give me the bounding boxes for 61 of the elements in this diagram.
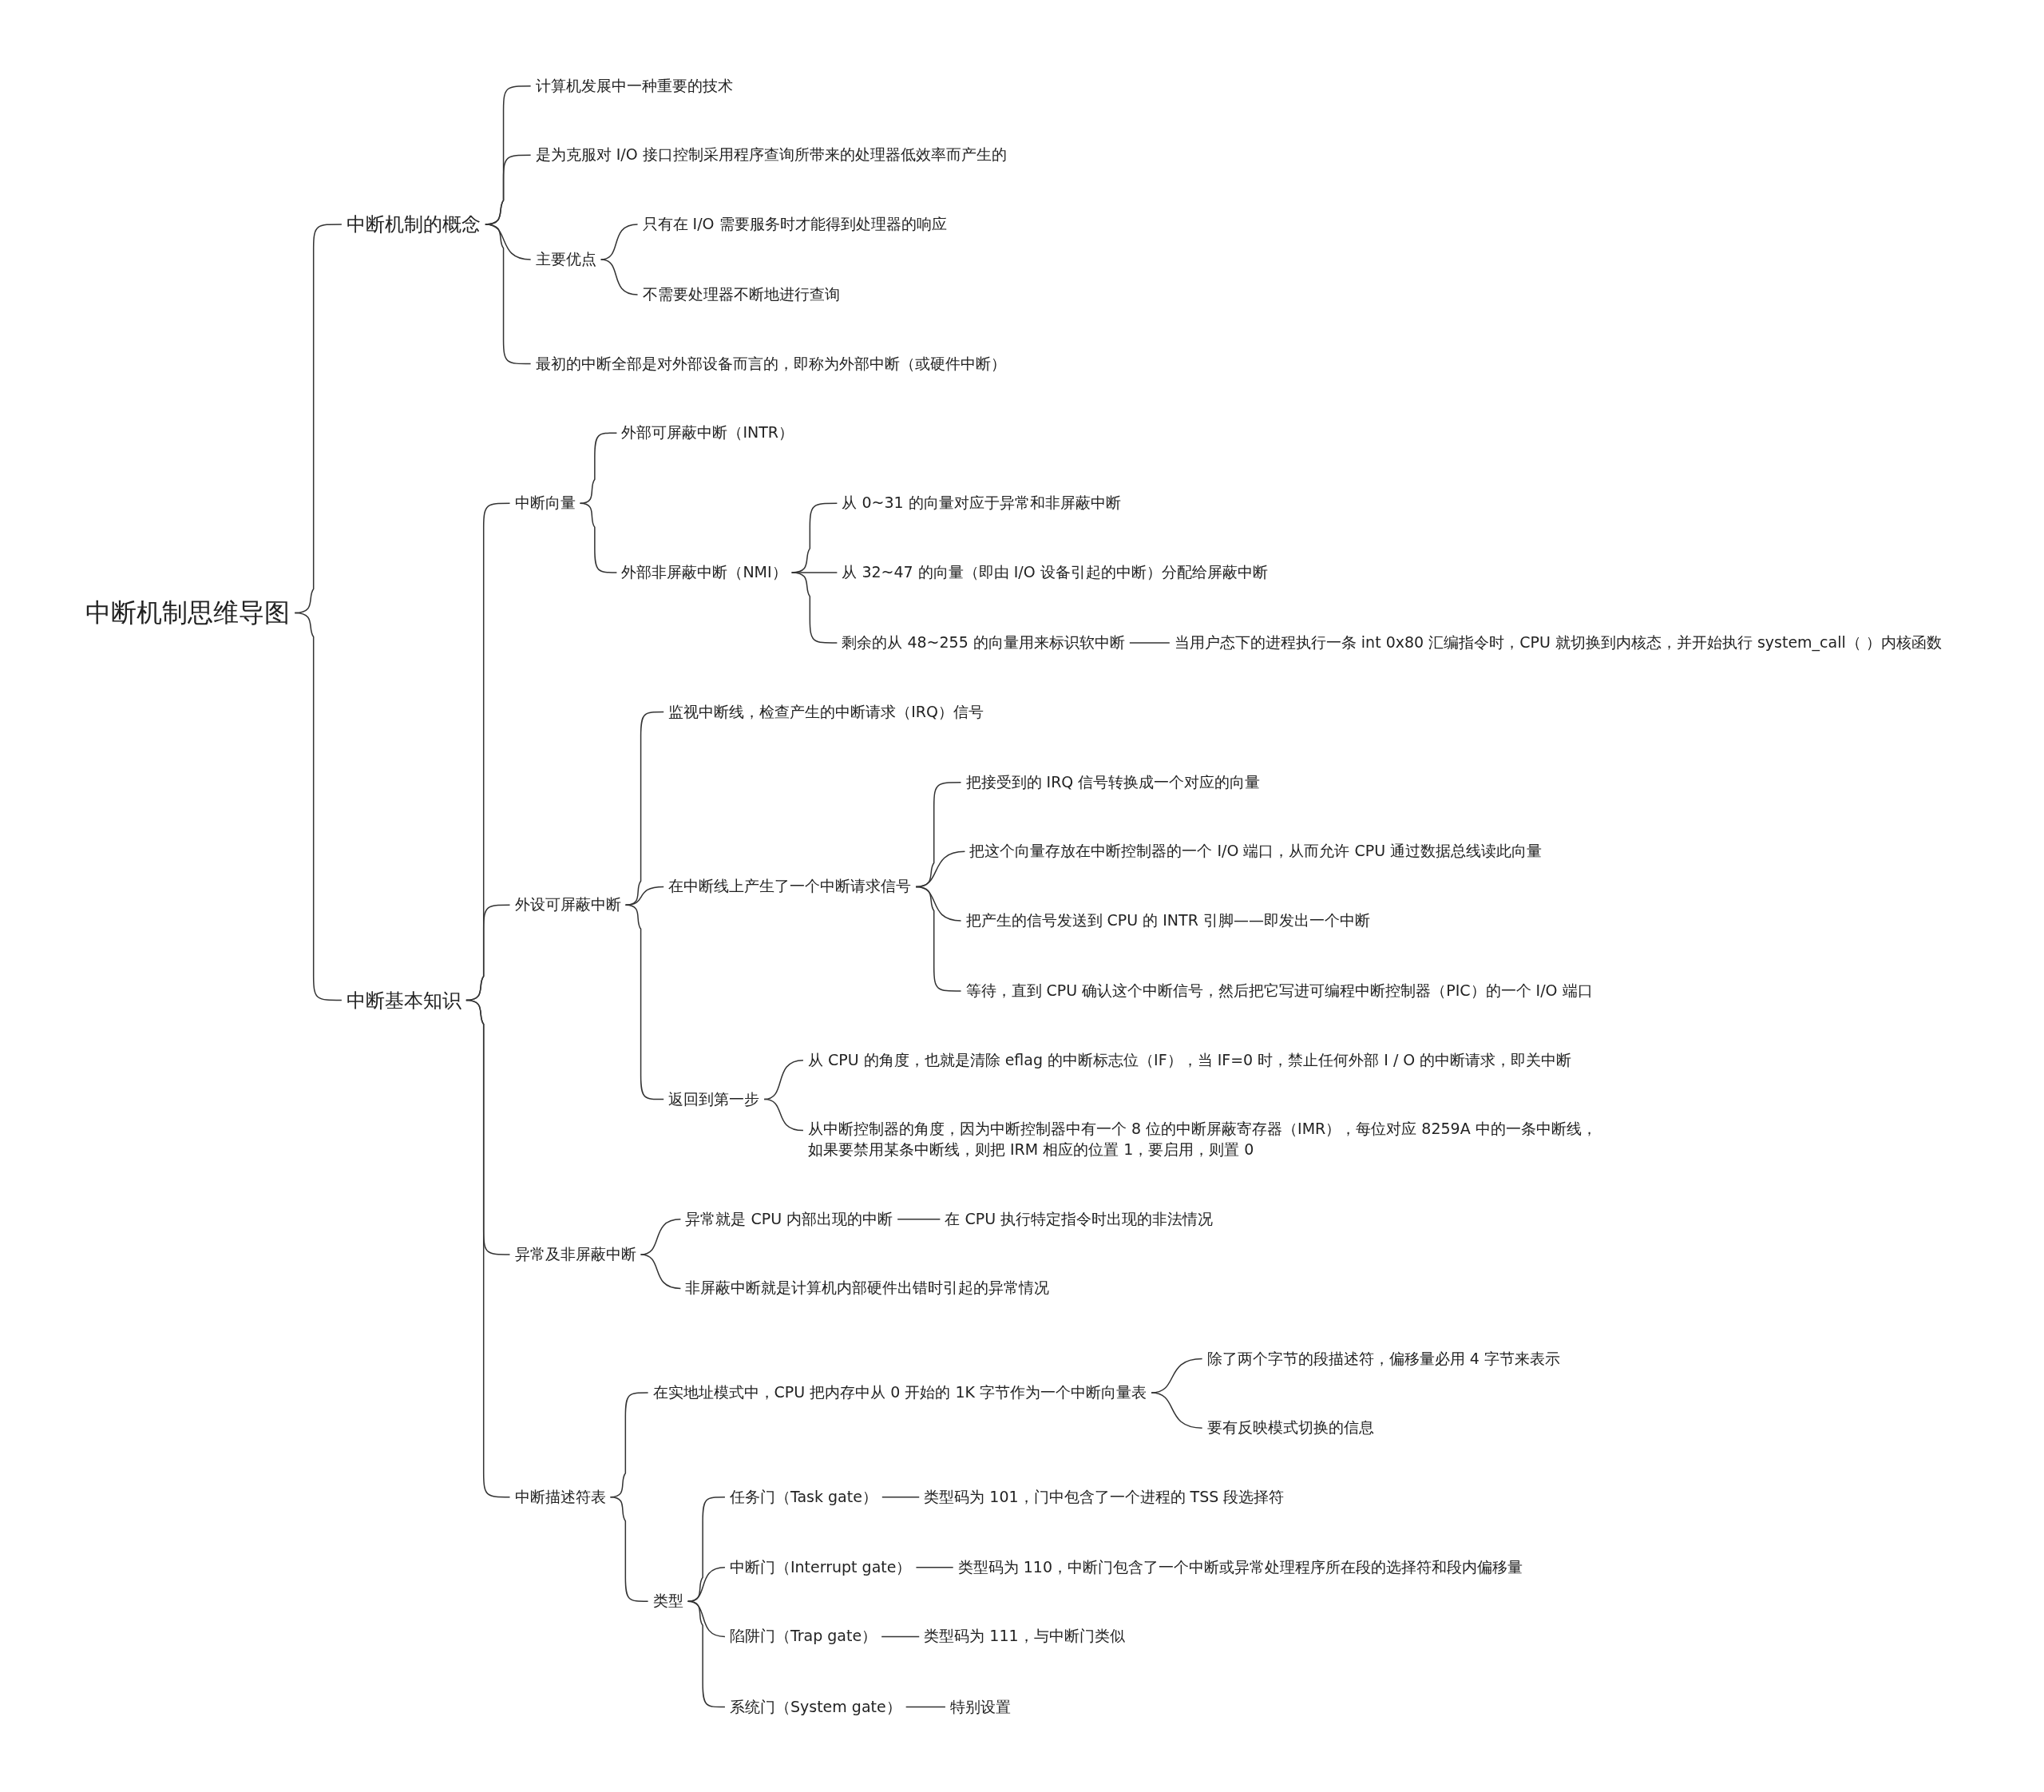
topic-text: 在中断线上产生了一个中断请求信号 [668, 876, 912, 897]
topic-text: 在 CPU 执行特定指令时出现的非法情况 [945, 1209, 1214, 1229]
connector-line [624, 886, 664, 906]
connector-line [790, 572, 838, 644]
root-topic: 中断机制思维导图 [85, 596, 291, 629]
main-topic: 中断基本知识 [346, 988, 461, 1013]
connector-line [609, 1496, 649, 1603]
topic-text: 类型码为 111，与中断门类似 [924, 1626, 1125, 1647]
topic-text: 系统门（System gate） [729, 1696, 901, 1717]
connector-line [687, 1567, 726, 1603]
topic-text: 中断描述符表 [514, 1486, 606, 1507]
topic-text: 剩余的从 48~255 的向量用来标识软中断 [842, 632, 1125, 653]
topic-text: 除了两个字节的段描述符，偏移量必用 4 字节来表示 [1206, 1348, 1560, 1369]
connector-line [640, 1254, 682, 1290]
topic-text: 不需要处理器不断地进行查询 [642, 284, 840, 305]
topic-text: 要有反映模式切换的信息 [1206, 1417, 1374, 1438]
topic-text: 异常及非屏蔽中断 [514, 1244, 636, 1265]
topic-text: 中断向量 [514, 493, 576, 513]
topic-text: 主要优点 [535, 249, 596, 270]
connector-line [763, 1098, 804, 1132]
topic-text: 类型 [652, 1591, 683, 1612]
topic-text: 中断门（Interrupt gate） [729, 1557, 912, 1578]
topic-text: 类型码为 110，中断门包含了一个中断或异常处理程序所在段的选择符和段内偏移量 [957, 1557, 1523, 1578]
connector-line [881, 1635, 920, 1638]
connector-line [915, 1567, 954, 1568]
topic-text: 监视中断线，检查产生的中断请求（IRQ）信号 [668, 701, 984, 722]
main-topic: 中断机制的概念 [346, 212, 481, 237]
topic-text: 外部可屏蔽中断（INTR） [621, 422, 794, 443]
topic-text: 外设可屏蔽中断 [514, 894, 621, 915]
topic-text: 陷阱门（Trap gate） [729, 1626, 877, 1647]
topic-text: 类型码为 101，门中包含了一个进程的 TSS 段选择符 [924, 1486, 1285, 1507]
topic-text: 非屏蔽中断就是计算机内部硬件出错时引起的异常情况 [685, 1278, 1050, 1298]
topic-text: 从中断控制器的角度，因为中断控制器中有一个 8 位的中断屏蔽寄存器（IMR），每位对应 8259A 中的一条中断线，如果要禁用某条中断线，则把 IRM 相应的位置 1，要启用，则置 0 [807, 1119, 1598, 1160]
topic-text: 任务门（Task gate） [729, 1486, 877, 1507]
connector-line [897, 1219, 941, 1220]
connector-line [1129, 642, 1171, 644]
connector-line [465, 999, 511, 1498]
connector-line [1151, 1392, 1203, 1429]
topic-text: 是为克服对 I/O 接口控制采用程序查询所带来的处理器低效率而产生的 [535, 145, 1007, 165]
connector-line [600, 259, 639, 295]
topic-text: 特别设置 [949, 1696, 1011, 1717]
connector-line [905, 1706, 946, 1708]
topic-text: 从 32~47 的向量（即由 I/O 设备引起的中断）分配给屏蔽中断 [842, 562, 1268, 583]
topic-text: 把这个向量存放在中断控制器的一个 I/O 端口，从而允许 CPU 通过数据总线读此向量 [969, 841, 1543, 862]
connector-line [881, 1496, 920, 1498]
topic-text: 外部非屏蔽中断（NMI） [621, 562, 787, 583]
topic-text: 当用户态下的进程执行一条 int 0x80 汇编指令时，CPU 就切换到内核态，并开始执行 system_call（ ）内核函数 [1174, 632, 1942, 653]
topic-text: 从 0~31 的向量对应于异常和非屏蔽中断 [842, 493, 1121, 513]
topic-text: 异常就是 CPU 内部出现的中断 [685, 1209, 893, 1229]
topic-text: 返回到第一步 [668, 1088, 760, 1109]
connector-line [915, 886, 962, 992]
topic-text: 等待，直到 CPU 确认这个中断信号，然后把它写进可编程中断控制器（PIC）的一个 I/O 端口 [965, 981, 1593, 1001]
topic-text: 把产生的信号发送到 CPU 的 INTR 引脚——即发出一个中断 [965, 910, 1370, 931]
topic-text: 在实地址模式中，CPU 把内存中从 0 开始的 1K 字节作为一个中断向量表 [652, 1382, 1147, 1403]
topic-text: 从 CPU 的角度，也就是清除 eflag 的中断标志位（IF），当 IF=0 时，禁止任何外部 I / O 的中断请求，即关中断 [807, 1049, 1572, 1070]
connector-line [485, 224, 532, 365]
topic-text: 计算机发展中一种重要的技术 [535, 75, 733, 96]
topic-text: 最初的中断全部是对外部设备而言的，即称为外部中断（或硬件中断） [535, 353, 1006, 374]
connector-line [294, 612, 343, 1001]
topic-text: 只有在 I/O 需要服务时才能得到处理器的响应 [642, 214, 947, 235]
topic-text: 把接受到的 IRQ 信号转换成一个对应的向量 [965, 772, 1261, 792]
